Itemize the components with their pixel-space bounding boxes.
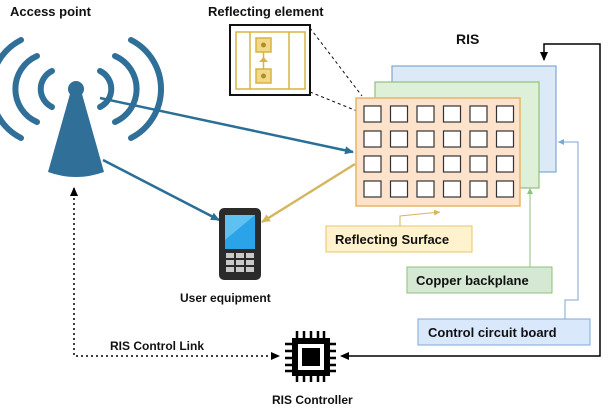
reflecting-element-cell	[416, 155, 435, 173]
reflecting-element-cell	[389, 180, 409, 198]
reflecting-element-label: Reflecting element	[208, 4, 324, 19]
control-circuit-board-label: Control circuit board	[428, 325, 557, 340]
reflecting-element-cell	[495, 180, 515, 198]
microchip-icon	[285, 331, 336, 382]
incident-signal-arrow	[99, 96, 354, 155]
reflecting-element-cell	[363, 180, 382, 198]
reflecting-element-cell	[363, 105, 382, 123]
reflecting-element-cell	[469, 155, 488, 173]
reflected-signal-arrow	[261, 162, 356, 224]
reflecting-surface-label: Reflecting Surface	[335, 232, 449, 247]
reflecting-element-cell	[442, 105, 462, 123]
ris-control-link-line	[70, 187, 280, 360]
reflecting-element-cell	[442, 180, 462, 198]
reflecting-element-cell	[495, 105, 515, 123]
reflecting-element-cell	[389, 105, 409, 123]
reflecting-element-cell	[469, 180, 488, 198]
reflecting-element-cell	[442, 130, 462, 148]
ris-control-link-label: RIS Control Link	[110, 339, 204, 353]
control-circuit-board-connector	[558, 139, 579, 319]
reflecting-element-cell	[363, 130, 382, 148]
ris-controller-label: RIS Controller	[272, 393, 353, 407]
reflecting-element-cell	[495, 130, 515, 148]
copper-backplane-label: Copper backplane	[416, 273, 529, 288]
reflecting-element-cell	[469, 105, 488, 123]
direct-signal-arrow	[102, 158, 220, 222]
user-equipment-label: User equipment	[180, 291, 271, 305]
reflecting-element-cell	[416, 130, 435, 148]
reflecting-element-cell	[363, 155, 382, 173]
reflecting-element-cell	[416, 105, 435, 123]
mobile-phone-icon	[219, 208, 261, 280]
reflecting-element-cell	[389, 130, 409, 148]
wifi-antenna-icon	[0, 37, 165, 177]
reflecting-element-inset	[229, 24, 311, 96]
reflecting-element-cell	[495, 155, 515, 173]
reflecting-element-cell	[442, 155, 462, 173]
zoom-line-top	[309, 27, 363, 97]
access-point-label: Access point	[10, 4, 92, 19]
reflecting-element-cell	[389, 155, 409, 173]
reflecting-element-cell	[469, 130, 488, 148]
reflecting-surface-connector	[399, 209, 441, 226]
zoom-line-bottom	[309, 91, 363, 114]
reflecting-element-cell	[416, 180, 435, 198]
controller-ris-link	[340, 43, 601, 360]
ris-label: RIS	[456, 31, 479, 47]
